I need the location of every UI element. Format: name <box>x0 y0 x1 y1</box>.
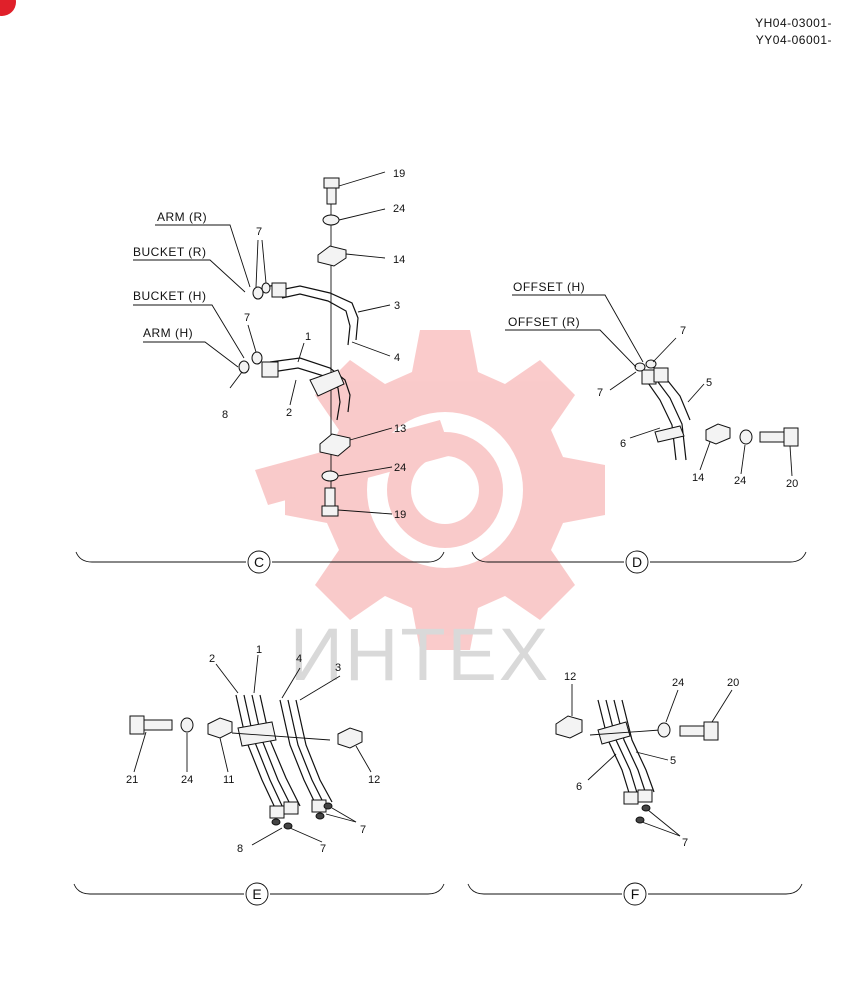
section-f-labels: 12 24 20 5 6 7 <box>564 671 739 849</box>
section-c-mark: C <box>254 554 264 570</box>
section-c-labels: ARM (R) BUCKET (R) BUCKET (H) ARM (H) 19… <box>133 168 406 521</box>
callout-7: 7 <box>256 226 262 238</box>
label-bucket-h: BUCKET (H) <box>133 289 206 303</box>
callout-24: 24 <box>181 774 193 786</box>
label-bucket-r: BUCKET (R) <box>133 245 206 259</box>
callout-7: 7 <box>680 325 686 337</box>
callout-14: 14 <box>692 472 704 484</box>
callout-5: 5 <box>706 377 712 389</box>
label-offset-h: OFFSET (H) <box>513 280 585 294</box>
callout-19: 19 <box>393 168 405 180</box>
section-d-mark: D <box>632 554 642 570</box>
callout-2: 2 <box>209 653 215 665</box>
section-f-drawing <box>555 684 733 837</box>
section-e-labels: 2 1 4 3 21 24 11 12 7 8 7 <box>126 644 380 855</box>
callout-14: 14 <box>393 254 405 266</box>
watermark-gear-logo <box>255 330 605 650</box>
callout-12: 12 <box>564 671 576 683</box>
watermark-text: ИНТЕХ <box>290 613 551 696</box>
callout-6: 6 <box>576 781 582 793</box>
section-c-divider <box>75 550 445 574</box>
section-f-mark: F <box>631 886 640 902</box>
callout-20: 20 <box>727 677 739 689</box>
section-e-mark: E <box>252 886 261 902</box>
section-d-divider <box>471 550 807 574</box>
callout-11: 11 <box>223 774 234 786</box>
callout-1: 1 <box>256 644 262 656</box>
callout-2: 2 <box>286 407 292 419</box>
callout-8: 8 <box>222 409 228 421</box>
serial-number-2: YY04-06001- <box>755 33 832 47</box>
label-offset-r: OFFSET (R) <box>508 315 580 329</box>
callout-7: 7 <box>597 387 603 399</box>
callout-24: 24 <box>672 677 684 689</box>
callout-6: 6 <box>620 438 626 450</box>
section-f-divider <box>467 882 803 906</box>
section-d-drawing <box>505 294 799 477</box>
callout-4: 4 <box>394 352 400 364</box>
label-arm-r: ARM (R) <box>157 210 207 224</box>
callout-7: 7 <box>244 312 250 324</box>
corner-marker <box>0 0 16 16</box>
callout-24: 24 <box>394 462 406 474</box>
callout-1: 1 <box>305 331 311 343</box>
callout-7: 7 <box>320 843 326 855</box>
callout-24: 24 <box>393 203 405 215</box>
callout-21: 21 <box>126 774 138 786</box>
callout-24: 24 <box>734 475 746 487</box>
callout-3: 3 <box>394 300 400 312</box>
callout-5: 5 <box>670 755 676 767</box>
callout-12: 12 <box>368 774 380 786</box>
callout-3: 3 <box>335 662 341 674</box>
callout-8: 8 <box>237 843 243 855</box>
callout-7: 7 <box>360 824 366 836</box>
serial-number-1: YH04-03001- <box>755 16 832 30</box>
callout-7: 7 <box>682 837 688 849</box>
callout-19: 19 <box>394 509 406 521</box>
section-e-divider <box>73 882 445 906</box>
label-arm-h: ARM (H) <box>143 326 193 340</box>
callout-20: 20 <box>786 478 798 490</box>
callout-13: 13 <box>394 423 406 435</box>
section-e-drawing <box>129 654 372 846</box>
callout-4: 4 <box>296 653 302 665</box>
section-c-drawing <box>133 171 393 517</box>
section-d-labels: OFFSET (H) OFFSET (R) 7 7 5 6 14 24 20 <box>508 280 798 490</box>
